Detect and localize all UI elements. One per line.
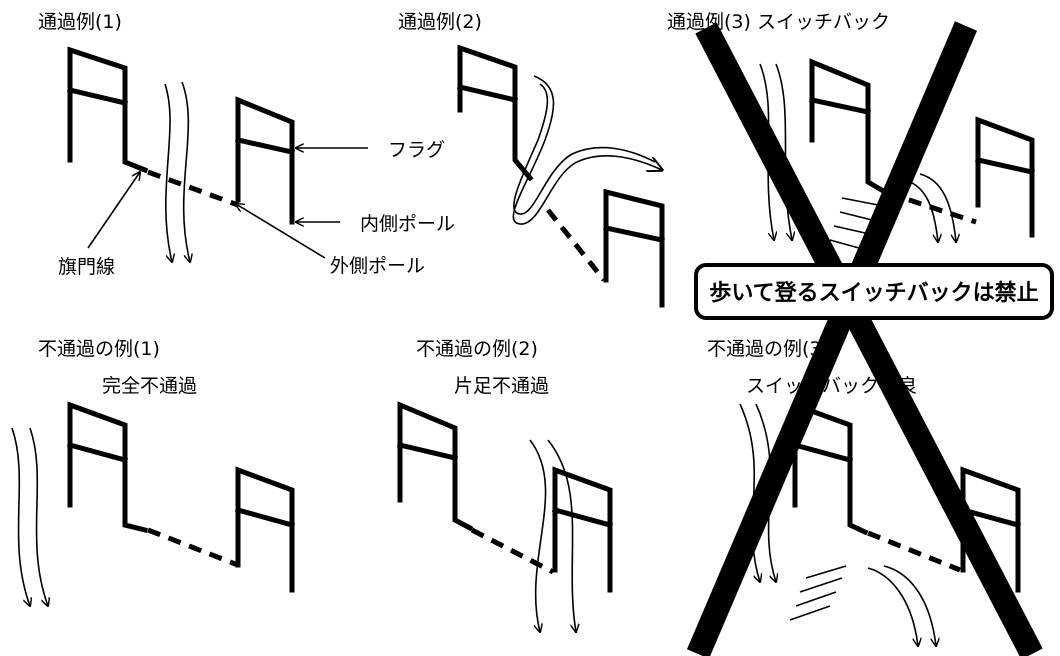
outer-gate-flag <box>66 46 149 174</box>
sidestep-mark <box>789 565 847 621</box>
gate-line-pointer <box>87 172 140 249</box>
inner-gate-flag <box>234 466 296 593</box>
ski-track-outline <box>512 75 662 225</box>
gate-line <box>470 527 555 575</box>
panel-fail-3: 不通過の例(3) スイッチバック不良 <box>707 338 1022 646</box>
ski-track <box>164 83 172 262</box>
panel-title: 不通過の例(1) <box>38 338 160 360</box>
panel-subtitle: 完全不通過 <box>102 375 197 397</box>
warning-banner: 歩いて登るスイッチバックは禁止 <box>694 263 1054 320</box>
panel-pass-2: 通過例(2) <box>398 11 665 308</box>
gate-line <box>887 190 977 225</box>
outer-gate-flag <box>456 44 534 182</box>
panel-fail-2: 不通過の例(2) 片足不通過 <box>396 338 614 632</box>
panel-title: 通過例(2) <box>398 11 482 33</box>
gate-line <box>147 527 239 568</box>
ski-track <box>529 439 547 632</box>
ski-track <box>883 565 936 646</box>
panel-title: 不通過の例(3) <box>707 338 829 360</box>
flag-label: フラグ <box>388 139 445 161</box>
ski-track <box>775 63 792 240</box>
sidestep-mark <box>829 197 881 251</box>
ski-track <box>547 439 576 632</box>
gate-line <box>147 169 239 208</box>
inner-pole-label: 内側ポール <box>360 213 455 235</box>
outer-pole-label: 外側ポール <box>330 255 425 277</box>
ski-track <box>11 427 30 606</box>
inner-gate-flag <box>603 188 665 308</box>
outer-pole-pointer <box>236 204 326 259</box>
ski-track <box>29 427 48 606</box>
inner-gate-flag <box>551 466 614 593</box>
panel-title: 通過例(1) <box>38 11 122 33</box>
outer-gate-flag <box>66 401 149 534</box>
ski-track <box>867 567 918 646</box>
x-mark-icon <box>686 21 1043 656</box>
gate-line <box>546 208 606 282</box>
panel-subtitle: スイッチバック不良 <box>746 375 917 397</box>
outer-gate-flag <box>396 401 474 532</box>
panel-pass-3: 通過例(3) スイッチバック <box>667 11 1035 251</box>
ski-track <box>181 81 190 262</box>
banner-text: 歩いて登るスイッチバックは禁止 <box>709 280 1038 306</box>
outer-gate-flag <box>809 58 889 196</box>
gate-line-label: 旗門線 <box>58 256 115 278</box>
panel-title: 不通過の例(2) <box>416 338 538 360</box>
gate-line <box>867 530 961 573</box>
inner-gate-flag <box>235 96 295 225</box>
panel-pass-1: 通過例(1) フラグ 内側ポール 外側ポール 旗門線 <box>38 11 455 278</box>
panel-title: 通過例(3) スイッチバック <box>667 11 890 33</box>
panel-fail-1: 不通過の例(1) 完全不通過 <box>11 338 296 606</box>
ski-track-outline <box>513 83 656 215</box>
panel-subtitle: 片足不通過 <box>454 375 549 397</box>
ski-track <box>904 179 938 242</box>
inner-gate-flag <box>975 116 1035 238</box>
ski-track <box>919 173 956 242</box>
